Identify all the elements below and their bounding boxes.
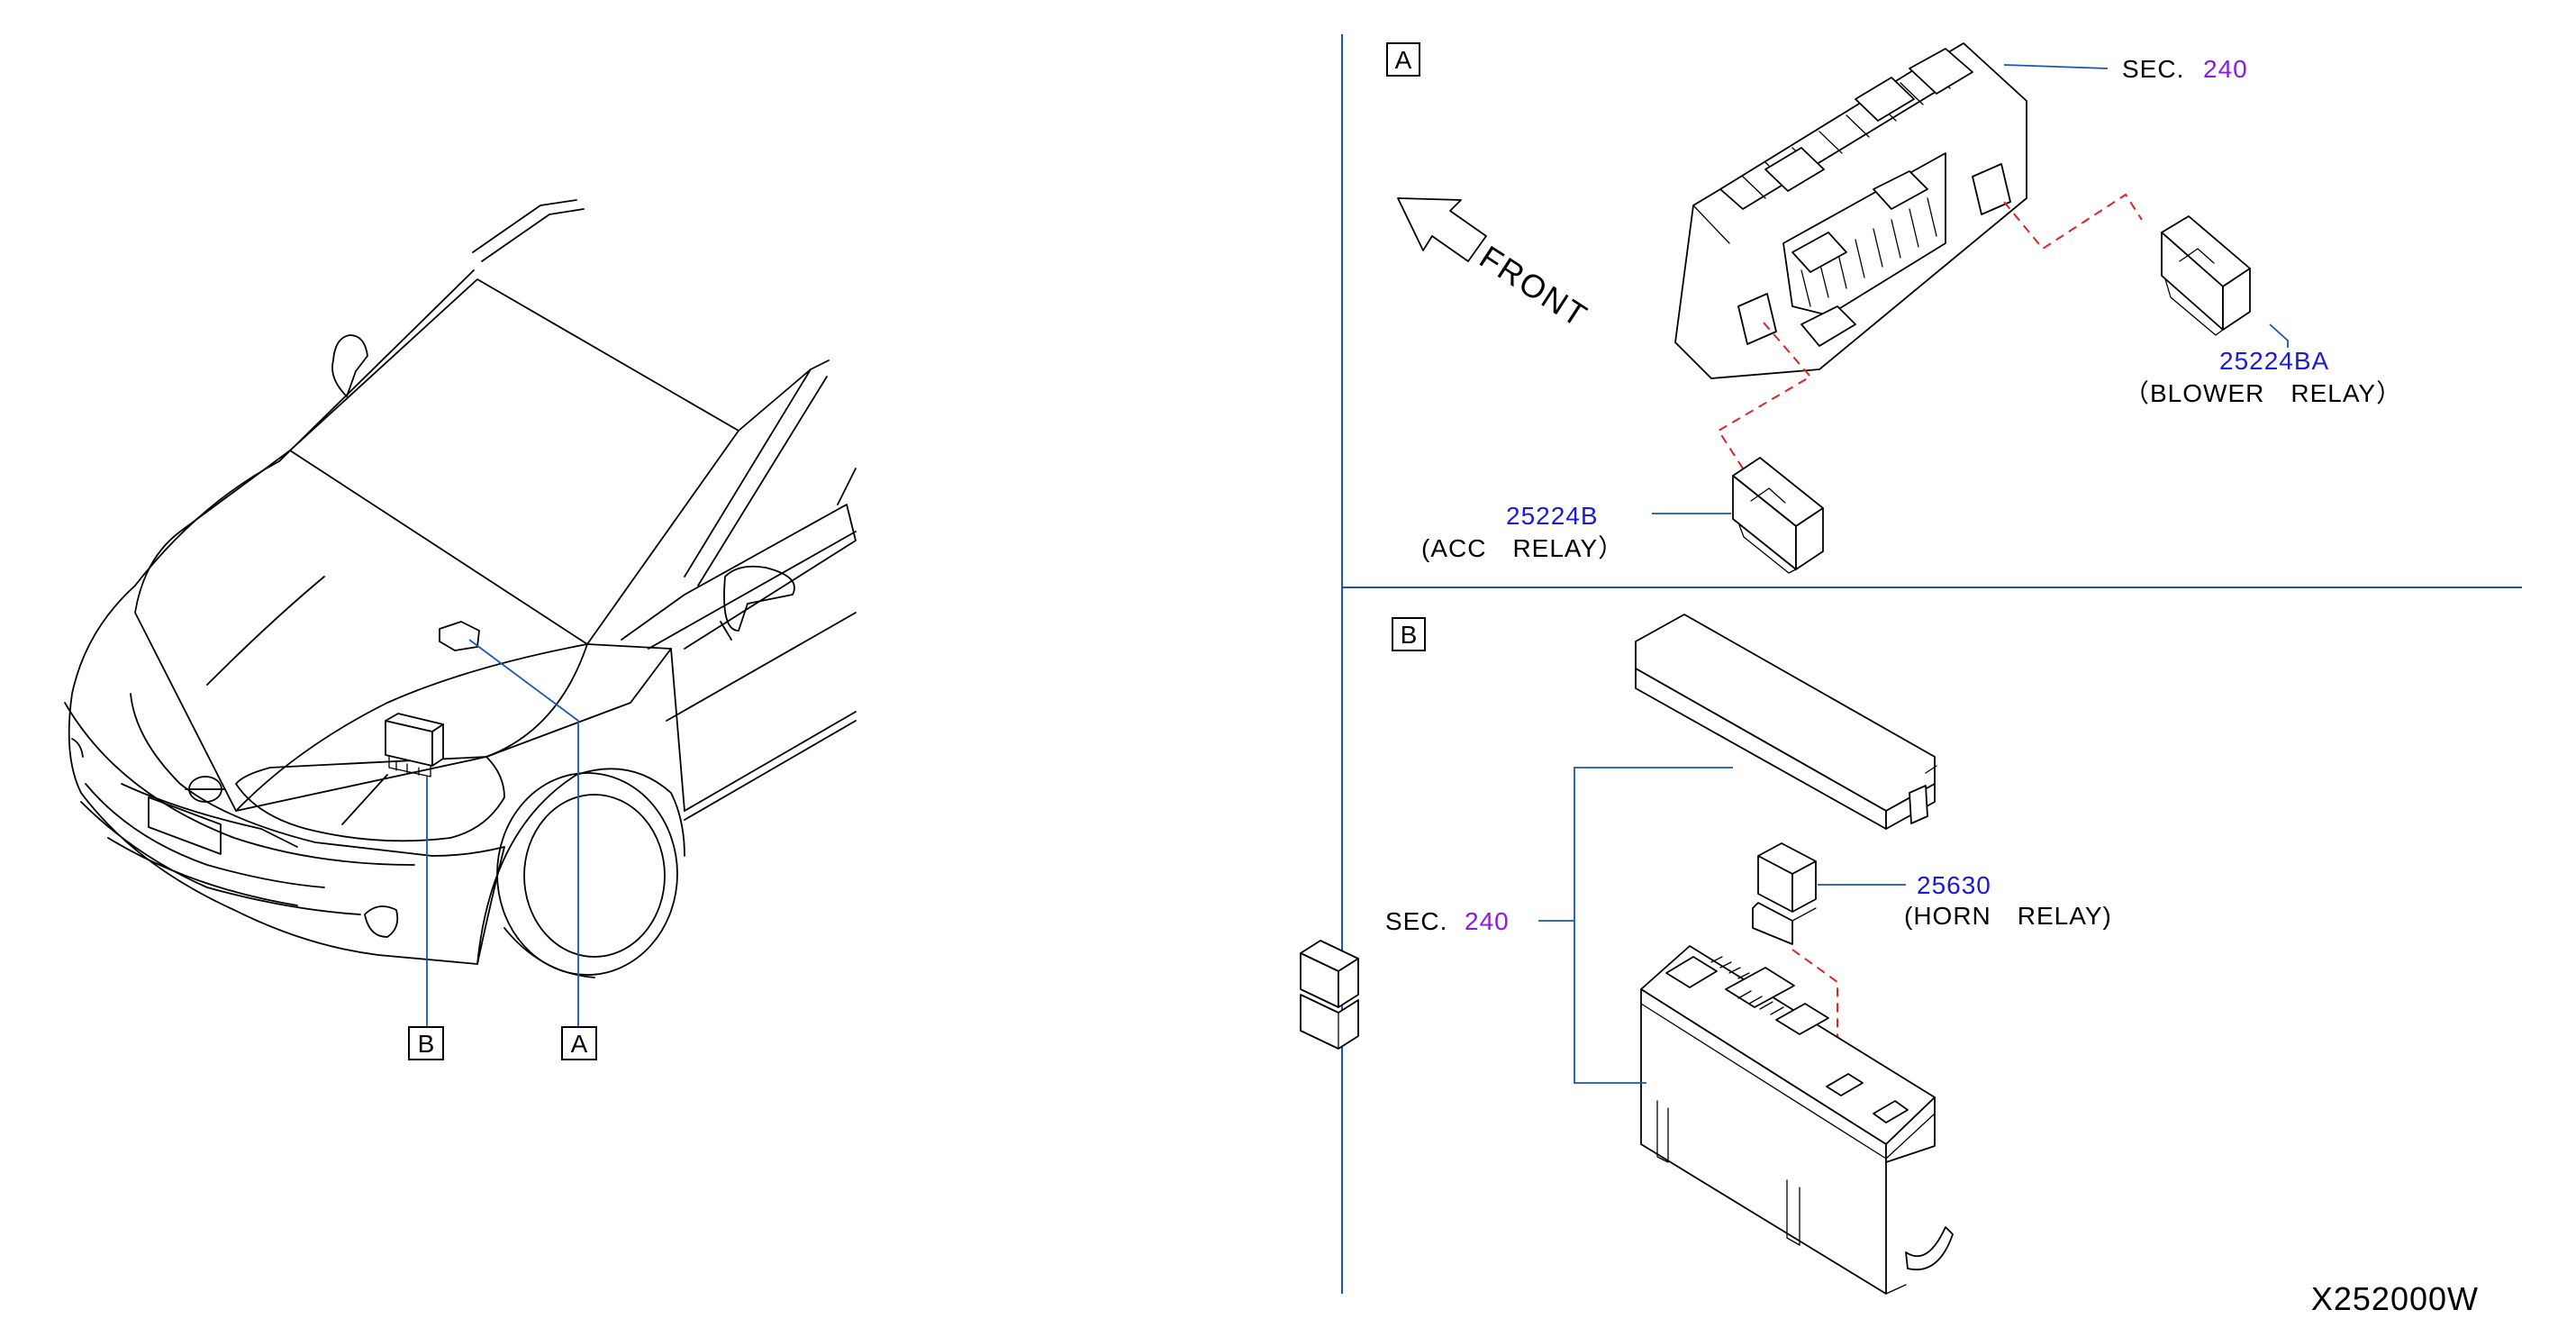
car-leader-lines <box>426 639 579 1027</box>
fuse-box-cover <box>1635 614 1937 830</box>
svg-text:B: B <box>1401 621 1418 649</box>
svg-text:A: A <box>571 1030 588 1058</box>
car-illustration <box>64 199 857 978</box>
svg-text:SEC.: SEC. <box>2122 55 2184 83</box>
acc-relay-label: 25224B (ACC RELAY） <box>1421 502 1624 562</box>
blower-relay-label: 25224BA （BLOWER RELAY） <box>2124 347 2402 407</box>
svg-text:25224B: 25224B <box>1506 502 1599 530</box>
blower-relay-link <box>2003 193 2143 250</box>
sec-240-ref-b: SEC. 240 <box>1385 907 1510 935</box>
svg-text:240: 240 <box>2203 55 2248 83</box>
blower-relay <box>2161 215 2251 336</box>
front-label: FRONT <box>1474 238 1595 334</box>
junction-block-a <box>1674 42 2027 379</box>
svg-text:25224BA: 25224BA <box>2219 347 2329 375</box>
horn-relay <box>1752 842 1817 945</box>
svg-text:A: A <box>1395 46 1412 74</box>
section-b-label: B <box>1392 617 1426 651</box>
svg-text:SEC.: SEC. <box>1385 907 1447 935</box>
svg-text:(HORN RELAY): (HORN RELAY) <box>1904 902 2112 930</box>
front-arrow-icon: FRONT <box>1397 197 1595 335</box>
horn-relay-label: 25630 (HORN RELAY) <box>1904 871 2112 930</box>
svg-text:(ACC RELAY）: (ACC RELAY） <box>1421 534 1624 562</box>
acc-relay <box>1732 457 1824 574</box>
svg-text:25630: 25630 <box>1917 871 1991 899</box>
small-relay-b <box>1300 940 1359 1050</box>
svg-text:240: 240 <box>1465 907 1510 935</box>
callout-a-car: A <box>561 1026 597 1060</box>
sec-240-ref-a: SEC. 240 <box>2122 55 2248 83</box>
section-a-label: A <box>1386 42 1420 77</box>
callout-b-car: B <box>408 1026 444 1060</box>
sec-240-bracket <box>1538 767 1733 1084</box>
acc-relay-link <box>1717 322 1812 469</box>
svg-text:B: B <box>418 1030 435 1058</box>
fuse-box-body <box>1640 945 1954 1295</box>
diagram-code: X252000W <box>2311 1280 2479 1317</box>
svg-text:（BLOWER RELAY）: （BLOWER RELAY） <box>2124 379 2402 407</box>
